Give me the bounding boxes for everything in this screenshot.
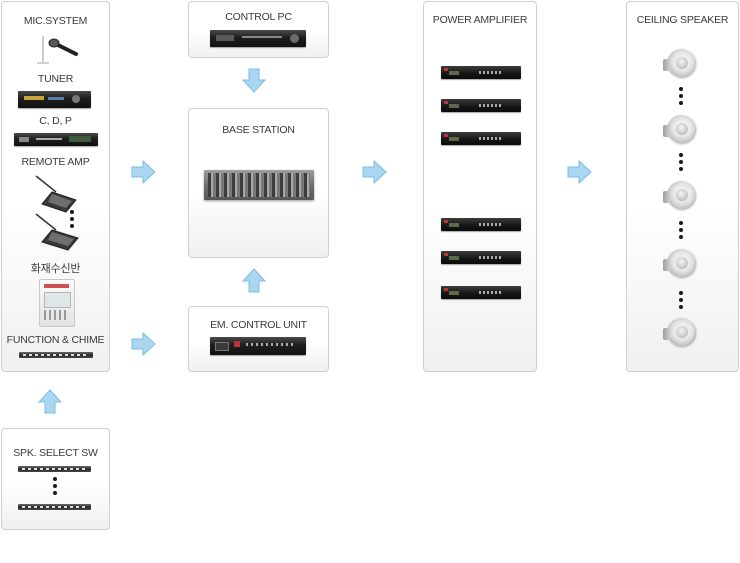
more-speakers-dots <box>679 153 683 174</box>
ceiling-speaker-icon <box>663 249 695 277</box>
ceiling-speaker-icon <box>663 181 695 209</box>
power-amplifier-icon <box>441 286 521 299</box>
base-station-box: BASE STATION <box>188 108 329 258</box>
arrow-right-icon <box>131 159 156 185</box>
power-amplifier-icon <box>441 218 521 231</box>
fire-alarm-receiver-icon <box>39 279 75 327</box>
more-selectors-dots <box>53 477 57 498</box>
ceiling-speaker-icon <box>663 115 695 143</box>
ceiling-speaker-icon <box>663 49 695 77</box>
ceiling-speaker-box: CEILING SPEAKER <box>626 1 739 372</box>
microphone-icon <box>37 36 78 64</box>
power-amplifier-icon <box>441 99 521 112</box>
selector-switch-icon <box>18 466 91 472</box>
chime-unit-icon <box>19 352 93 358</box>
function-chime-label: FUNCTION & CHIME <box>6 334 105 346</box>
arrow-right-icon <box>362 159 387 185</box>
more-speakers-dots <box>679 291 683 312</box>
fire-receiver-label: 화재수신반 <box>30 263 81 275</box>
emergency-control-unit-icon <box>210 337 306 355</box>
speaker-select-box: SPK. SELECT SW <box>1 428 110 530</box>
cd-player-icon <box>14 133 98 146</box>
input-sources-box: MIC.SYSTEM TUNER C, D, P REMOTE AMP 화재수신… <box>1 1 110 372</box>
speaker-select-label: SPK. SELECT SW <box>13 447 98 459</box>
tuner-unit-icon <box>18 91 91 108</box>
power-amplifier-icon <box>441 251 521 264</box>
power-amplifier-box: POWER AMPLIFIER <box>423 1 537 372</box>
mic-system-label: MIC.SYSTEM <box>23 15 88 27</box>
power-amplifier-icon <box>441 132 521 145</box>
arrow-down-icon <box>241 68 267 93</box>
arrow-up-icon <box>37 389 63 414</box>
base-station-rack-icon <box>204 170 314 200</box>
remote-amp-label: REMOTE AMP <box>21 156 90 168</box>
control-pc-label: CONTROL PC <box>225 11 292 23</box>
tuner-label: TUNER <box>37 73 74 85</box>
em-control-label: EM. CONTROL UNIT <box>210 319 307 331</box>
power-amplifier-icon <box>441 66 521 79</box>
arrow-right-icon <box>567 159 592 185</box>
em-control-box: EM. CONTROL UNIT <box>188 306 329 372</box>
more-remote-amps-dots <box>70 210 74 231</box>
remote-paging-mic-icon <box>35 175 79 251</box>
arrow-up-icon <box>241 268 267 293</box>
ceiling-speaker-label: CEILING SPEAKER <box>636 14 729 26</box>
more-speakers-dots <box>679 87 683 108</box>
cdp-label: C, D, P <box>39 115 72 127</box>
base-station-label: BASE STATION <box>222 124 295 136</box>
control-pc-unit-icon <box>210 30 306 47</box>
arrow-right-icon <box>131 331 156 357</box>
power-amplifier-label: POWER AMPLIFIER <box>432 14 528 26</box>
more-speakers-dots <box>679 221 683 242</box>
control-pc-box: CONTROL PC <box>188 1 329 58</box>
ceiling-speaker-icon <box>663 318 695 346</box>
selector-switch-icon-2 <box>18 504 91 510</box>
